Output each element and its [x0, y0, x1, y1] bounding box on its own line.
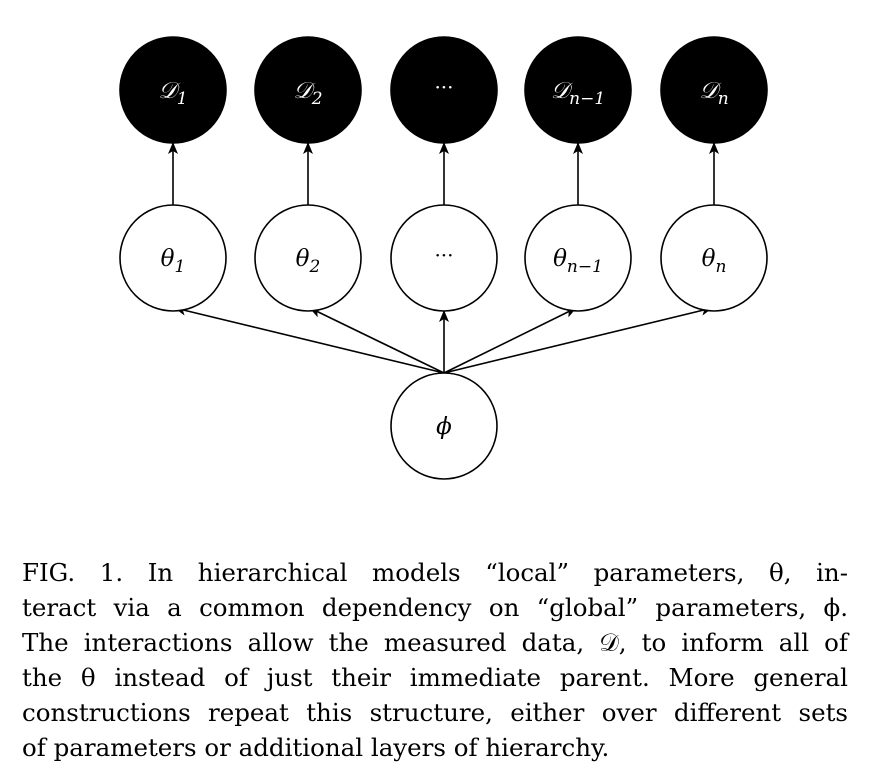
phi-node-symbol: ϕ [436, 414, 452, 440]
theta-node-5: θn [660, 204, 768, 312]
data-node-4-label: 𝒟n−1 [551, 78, 605, 109]
theta-node-4-subscript: n−1 [567, 257, 603, 277]
data-node-5-label: 𝒟n [699, 78, 728, 109]
theta-node-3-circle [390, 204, 498, 312]
theta-node-1: θ1 [119, 204, 227, 312]
theta-node-3-label: ··· [434, 243, 453, 267]
theta-node-5-subscript: n [715, 257, 726, 277]
figure-caption: FIG. 1. In hierarchical models “local” p… [22, 555, 848, 765]
theta-node-3: ··· [390, 204, 498, 312]
phi-node-label: ϕ [436, 414, 452, 440]
edge-phi-to-theta-1 [174, 305, 445, 374]
theta-node-2-subscript: 2 [309, 257, 321, 277]
caption-line: the θ instead of just their immediate pa… [22, 663, 848, 692]
theta-node-4-circle [524, 204, 632, 312]
theta-node-1-circle [119, 204, 227, 312]
edge-phi-to-theta-5 [443, 305, 713, 374]
theta-node-5-symbol: θ [702, 246, 716, 272]
theta-node-1-symbol: θ [161, 246, 175, 272]
theta-node-2-label: θ2 [296, 246, 321, 277]
edge-phi-to-theta-4 [443, 307, 577, 374]
theta-node-1-label: θ1 [161, 246, 186, 277]
data-node-5-subscript: n [718, 89, 729, 109]
data-node-2-circle [254, 36, 362, 144]
data-node-1-label: 𝒟1 [158, 78, 187, 109]
data-node-2-symbol: 𝒟 [293, 78, 316, 104]
theta-node-3-symbol: ··· [434, 243, 453, 267]
data-node-1-symbol: 𝒟 [158, 78, 181, 104]
theta-node-2-symbol: θ [296, 246, 310, 272]
caption-line: FIG. 1. In hierarchical models “local” p… [22, 558, 848, 587]
phi-node: ϕ [390, 372, 498, 480]
data-node-4: 𝒟n−1 [524, 36, 632, 144]
data-node-5: 𝒟n [660, 36, 768, 144]
data-node-4-circle [524, 36, 632, 144]
caption-line: of parameters or additional layers of hi… [22, 733, 610, 762]
caption-line: constructions repeat this structure, eit… [22, 698, 848, 727]
data-node-3-circle [390, 36, 498, 144]
theta-node-4-label: θn−1 [553, 246, 603, 277]
data-node-5-symbol: 𝒟 [699, 78, 722, 104]
data-node-1-circle [119, 36, 227, 144]
theta-node-5-circle [660, 204, 768, 312]
theta-node-5-label: θn [702, 246, 727, 277]
data-node-3: ··· [390, 36, 498, 144]
edges [168, 142, 719, 374]
data-node-2-subscript: 2 [311, 89, 323, 109]
data-node-2: 𝒟2 [254, 36, 362, 144]
theta-node-4: θn−1 [524, 204, 632, 312]
data-node-3-symbol: ··· [434, 75, 453, 99]
data-node-1: 𝒟1 [119, 36, 227, 144]
edge-phi-to-theta-2 [309, 307, 445, 374]
theta-node-1-subscript: 1 [175, 257, 186, 277]
theta-node-4-symbol: θ [553, 246, 567, 272]
data-node-2-label: 𝒟2 [293, 78, 322, 109]
theta-node-2-circle [254, 204, 362, 312]
theta-node-2: θ2 [254, 204, 362, 312]
data-node-3-label: ··· [434, 75, 453, 99]
caption-line: The interactions allow the measured data… [22, 628, 848, 657]
caption-line: teract via a common dependency on “globa… [22, 593, 848, 622]
phi-node-circle [390, 372, 498, 480]
data-node-4-symbol: 𝒟 [551, 78, 574, 104]
data-node-1-subscript: 1 [177, 89, 188, 109]
data-node-4-subscript: n−1 [569, 89, 605, 109]
data-node-5-circle [660, 36, 768, 144]
